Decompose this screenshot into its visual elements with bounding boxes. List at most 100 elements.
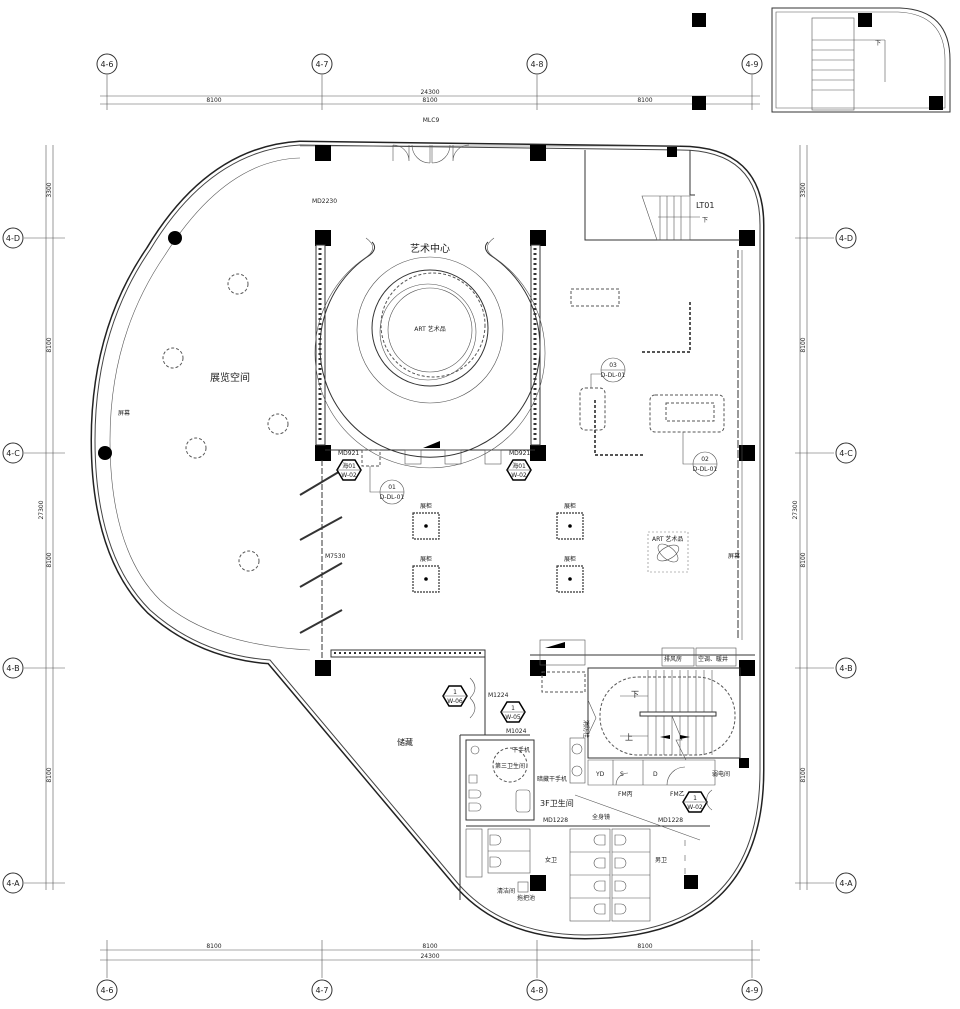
grid-label: 4-7 bbox=[315, 986, 328, 995]
callout: 02 D-DL-01 bbox=[682, 432, 718, 477]
sliding-wall-m7530: M7530 MD921 MD921 bbox=[299, 450, 530, 660]
grid-label: 4-7 bbox=[315, 60, 328, 69]
door-label: MD1228 bbox=[658, 817, 683, 824]
callout-bottom: D-DL-01 bbox=[380, 494, 405, 501]
tag-bottom: W-06 bbox=[447, 698, 463, 705]
hydrant-label: 消防栓 bbox=[582, 720, 590, 738]
mirror-label: 全身镜 bbox=[592, 813, 610, 821]
dimension-left: 3300 8100 27300 8100 8100 bbox=[38, 145, 54, 890]
dim-text: 27300 bbox=[38, 500, 45, 519]
room-label-hvac: 空调、暖井 bbox=[698, 655, 728, 663]
screen-label: 屏幕 bbox=[728, 552, 740, 560]
stair-lt01: LT01 下 bbox=[584, 150, 740, 241]
door-label: MD921 bbox=[338, 450, 359, 457]
storage-room: 储藏 M1224 M1024 bbox=[330, 649, 530, 900]
shaft-label: YD bbox=[595, 771, 605, 778]
dim-text: 8100 bbox=[206, 943, 221, 950]
dim-text: 8100 bbox=[46, 337, 53, 352]
grid-label: 4-B bbox=[839, 664, 852, 673]
room-label-third-restroom: 第三卫生间 bbox=[495, 762, 525, 770]
grid-col-4-6: 4-6 4-6 bbox=[96, 53, 118, 1001]
tag-bottom: W-02 bbox=[341, 472, 357, 479]
grid-row-4-B: 4-B 4-B bbox=[2, 657, 857, 679]
door-label: FM乙 bbox=[670, 791, 685, 798]
room-label-janitor: 清洁间 bbox=[497, 887, 515, 895]
showcase-label: 展柜 bbox=[420, 502, 432, 510]
tag-bottom: W-02 bbox=[511, 472, 527, 479]
tag-hex: 1 W-06 bbox=[442, 685, 468, 707]
callout: 03 D-DL-01 bbox=[590, 357, 625, 388]
stair-direction: 上 bbox=[625, 733, 633, 742]
tag-top: 海01 bbox=[512, 462, 526, 470]
showcase-label: 展柜 bbox=[420, 555, 432, 563]
inset-label: 下 bbox=[875, 40, 881, 47]
mop-sink-label: 拖把池 bbox=[517, 894, 535, 902]
callout-bottom: D-DL-01 bbox=[693, 466, 718, 473]
building-outline bbox=[90, 140, 765, 940]
dim-text: 8100 bbox=[422, 943, 437, 950]
inset-stair: 下 bbox=[692, 7, 951, 113]
dim-text: 24300 bbox=[420, 953, 439, 960]
door-label: MD2230 bbox=[312, 198, 337, 205]
room-label-storage: 储藏 bbox=[397, 737, 413, 747]
callout-top: 02 bbox=[701, 456, 709, 463]
grid-row-4-D: 4-D 4-D bbox=[2, 227, 857, 249]
dim-text: 8100 bbox=[800, 552, 807, 567]
screen-label: 屏幕 bbox=[118, 409, 130, 417]
stair-direction: 下 bbox=[631, 690, 639, 699]
room-label-art-center: 艺术中心 bbox=[410, 242, 450, 255]
room-label-restroom-3f: 3F卫生间 bbox=[540, 798, 574, 808]
stair-core: 排风房 空调、暖井 下 上 消防栓 bbox=[530, 639, 755, 761]
showcase-label: 展柜 bbox=[564, 555, 576, 563]
door-label: M1024 bbox=[506, 728, 527, 735]
dim-text: 8100 bbox=[46, 767, 53, 782]
grid-row-4-A: 4-A 4-A bbox=[2, 872, 857, 894]
entrance-door-mlc9: MLC9 bbox=[392, 117, 470, 164]
grid-label: 4-A bbox=[839, 879, 853, 888]
room-label-weak-current: 弱电间 bbox=[712, 770, 730, 778]
room-label-exhaust: 排风房 bbox=[664, 655, 682, 663]
showcases: 展柜 展柜 展柜 展柜 bbox=[412, 502, 584, 593]
door-label: M7530 bbox=[325, 553, 346, 560]
room-label-exhibition: 展览空间 bbox=[210, 371, 250, 384]
grid-label: 4-8 bbox=[530, 60, 543, 69]
exhibition-space: 展览空间 屏幕 bbox=[118, 273, 289, 572]
dimension-bottom: 8100 8100 8100 24300 bbox=[100, 943, 760, 961]
dim-text: 8100 bbox=[46, 552, 53, 567]
stair-label: LT01 bbox=[696, 201, 714, 210]
door-label: M1224 bbox=[488, 692, 509, 699]
art-piece-label: ART 艺术品 bbox=[652, 535, 683, 543]
grid-label: 4-6 bbox=[100, 986, 113, 995]
tag-top: 1 bbox=[693, 795, 697, 802]
tag-bottom: W-05 bbox=[505, 714, 521, 721]
right-gallery: ART 艺术品 屏幕 bbox=[570, 250, 743, 640]
room-label-women: 女卫 bbox=[545, 856, 557, 864]
grid-col-4-8: 4-8 4-8 bbox=[526, 53, 548, 1001]
callout-top: 03 bbox=[609, 362, 617, 369]
door-label: MD921 bbox=[509, 450, 530, 457]
dryer-label: 干手机 bbox=[512, 746, 530, 754]
grid-row-4-C: 4-C 4-C bbox=[2, 442, 857, 464]
restrooms: 第三卫生间 干手机 暗藏干手机 3F卫生间 MD1228 全身镜 MD1228 … bbox=[465, 739, 710, 922]
dim-text: 24300 bbox=[420, 89, 439, 96]
tag-bottom: W-02 bbox=[687, 804, 703, 811]
door-label: MD1228 bbox=[543, 817, 568, 824]
door-label: MLC9 bbox=[423, 117, 440, 124]
stair-direction: 下 bbox=[702, 217, 708, 224]
grid-label: 4-B bbox=[6, 664, 19, 673]
callout-top: 01 bbox=[388, 484, 396, 491]
grid-label: 4-A bbox=[6, 879, 20, 888]
showcase-label: 展柜 bbox=[564, 502, 576, 510]
dim-text: 3300 bbox=[800, 182, 807, 197]
dimension-right: 3300 8100 27300 8100 8100 bbox=[792, 145, 808, 890]
grid-label: 4-8 bbox=[530, 986, 543, 995]
tag-hex: 1 W-05 bbox=[500, 701, 526, 723]
grid-col-4-9: 4-9 4-9 bbox=[741, 53, 763, 1001]
dim-text: 3300 bbox=[46, 182, 53, 197]
hidden-dryer-label: 暗藏干手机 bbox=[537, 775, 567, 783]
dimension-top: 24300 8100 8100 8100 bbox=[100, 89, 760, 105]
tag-hex: 1 W-02 bbox=[682, 791, 708, 813]
grid-label: 4-C bbox=[839, 449, 853, 458]
structural-columns bbox=[98, 145, 755, 891]
